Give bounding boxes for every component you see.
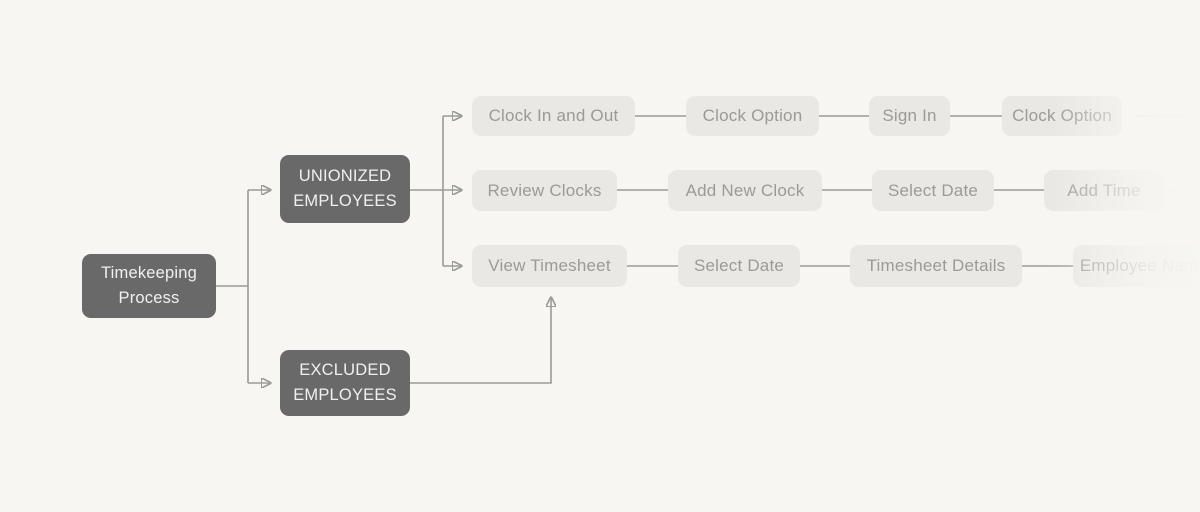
node-employee-name[interactable]: Employee Name: [1073, 245, 1200, 287]
node-clock-in-and-out[interactable]: Clock In and Out: [472, 96, 635, 136]
node-select-date-2[interactable]: Select Date: [678, 245, 800, 287]
node-excluded-employees[interactable]: EXCLUDED EMPLOYEES: [280, 350, 410, 416]
node-sign-in[interactable]: Sign In: [869, 96, 950, 136]
node-timekeeping-process[interactable]: Timekeeping Process: [82, 254, 216, 318]
node-clock-option-1[interactable]: Clock Option: [686, 96, 819, 136]
node-select-date-1[interactable]: Select Date: [872, 170, 994, 211]
node-clock-option-2[interactable]: Clock Option: [1002, 96, 1122, 136]
node-add-time[interactable]: Add Time: [1044, 170, 1164, 211]
node-add-new-clock[interactable]: Add New Clock: [668, 170, 822, 211]
node-timesheet-details[interactable]: Timesheet Details: [850, 245, 1022, 287]
edge-excluded-to-view-timesheet: [410, 298, 551, 384]
node-view-timesheet[interactable]: View Timesheet: [472, 245, 627, 287]
node-unionized-employees[interactable]: UNIONIZED EMPLOYEES: [280, 155, 410, 223]
node-review-clocks[interactable]: Review Clocks: [472, 170, 617, 211]
